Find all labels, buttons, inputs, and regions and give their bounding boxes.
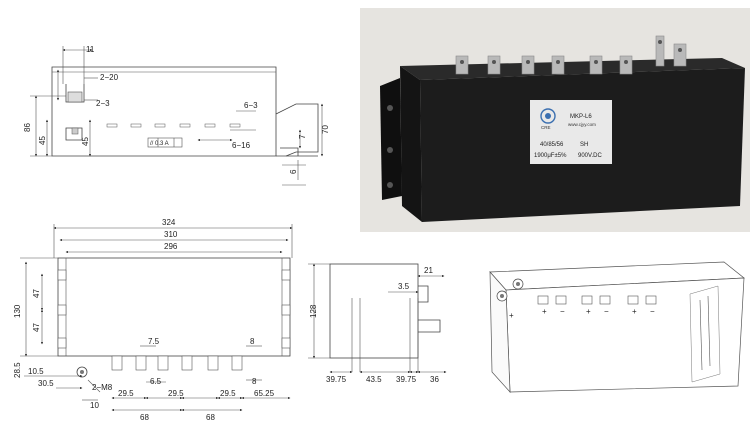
dim-front-29-5c: 29.5 <box>220 389 236 398</box>
dim-front-47b: 47 <box>32 323 41 332</box>
end-foot <box>418 319 441 333</box>
dim-front-296: 296 <box>164 242 178 251</box>
iso-polarity-2: − <box>560 307 565 316</box>
dim-side-11: 11 <box>86 45 95 54</box>
dim-front-130: 130 <box>13 304 22 318</box>
iso-view-drawing <box>489 261 745 393</box>
dim-side-86: 86 <box>23 123 32 132</box>
photo-brand: CRE <box>541 125 551 130</box>
front-mount-holes <box>57 269 291 349</box>
dim-front-47a: 47 <box>32 289 41 298</box>
iso-polarity-1: + <box>542 307 547 316</box>
dim-end-128: 128 <box>309 304 318 318</box>
dim-front-m8: 2−M8 <box>92 383 113 392</box>
photo-model: MKP-L6 <box>570 114 592 120</box>
dim-end-43-5: 43.5 <box>366 375 382 384</box>
iso-polarity-3: + <box>586 307 591 316</box>
dim-front-30-5: 30.5 <box>38 379 54 388</box>
side-slot-row <box>106 123 241 128</box>
end-body-outline <box>329 263 419 359</box>
front-terminals <box>111 355 243 371</box>
side-foot <box>280 147 299 156</box>
dim-front-28-5: 28.5 <box>13 362 22 378</box>
dim-end-21: 21 <box>424 266 433 275</box>
dim-front-310: 310 <box>164 230 178 239</box>
photo-flange-hole <box>387 182 393 188</box>
iso-polarity-5: + <box>632 307 637 316</box>
dim-end-39-75a: 39.75 <box>326 375 347 384</box>
photo-voltage: 900V.DC <box>578 153 602 159</box>
side-view-drawing <box>30 46 324 186</box>
tolerance-box <box>147 137 183 148</box>
front-body-outline <box>57 257 291 357</box>
dim-front-68b: 68 <box>206 413 215 422</box>
dim-front-8b: 8 <box>252 377 257 386</box>
photo-terminal-holes <box>460 40 682 64</box>
dim-side-6: 6 <box>289 169 298 174</box>
dim-front-29-5b: 29.5 <box>168 389 184 398</box>
iso-terminal-pads <box>537 295 657 305</box>
dim-front-68a: 68 <box>140 413 149 422</box>
dim-side-45-inner: 45 <box>81 137 90 146</box>
photo-climate: 40/85/56 <box>540 142 564 148</box>
end-view-drawing <box>308 263 447 374</box>
dim-end-36: 36 <box>430 375 439 384</box>
photo-terminals <box>455 35 687 75</box>
tolerance-label: // 0.3 A <box>150 141 169 147</box>
iso-polarity-0: + <box>509 311 514 320</box>
photo-flange <box>380 78 402 200</box>
side-terminal-block <box>67 91 83 103</box>
dim-end-39-75b: 39.75 <box>396 375 417 384</box>
dim-side-70: 70 <box>321 125 330 134</box>
iso-polarity-6: − <box>650 307 655 316</box>
dim-front-324: 324 <box>162 218 176 227</box>
dim-front-7-5: 7.5 <box>148 337 160 346</box>
side-boss-hole <box>71 127 79 135</box>
dim-front-8a: 8 <box>250 337 255 346</box>
side-bracket <box>275 103 319 157</box>
photo-code: SH <box>580 142 588 148</box>
photo-flange-hole <box>387 147 393 153</box>
front-view-drawing <box>20 224 293 412</box>
brand-logo-dot <box>545 113 551 119</box>
iso-bracket <box>689 285 721 383</box>
dim-side-45-left: 45 <box>38 136 47 145</box>
photo-web: www.cjyy.com <box>568 122 596 127</box>
dim-front-65-25: 65.25 <box>254 389 275 398</box>
photo-end-face <box>400 66 422 222</box>
iso-polarity-4: − <box>604 307 609 316</box>
dim-side-2-20: 2−20 <box>100 73 119 82</box>
dim-side-6-16: 6−16 <box>232 141 251 150</box>
dim-front-10: 10 <box>90 401 99 410</box>
dim-side-2-3: 2−3 <box>96 99 110 108</box>
dim-front-10-5: 10.5 <box>28 367 44 376</box>
dim-end-3-5: 3.5 <box>398 282 410 291</box>
dim-side-6-3: 6−3 <box>244 101 258 110</box>
photo-flange-hole <box>387 105 393 111</box>
iso-end-face <box>489 271 511 393</box>
dim-side-7: 7 <box>298 134 307 139</box>
brand-logo-icon <box>540 108 556 124</box>
end-terminal <box>418 285 429 303</box>
m8-stud-core <box>80 370 84 374</box>
capacitor-photo <box>360 8 750 232</box>
photo-capacitance: 1900μF±5% <box>534 153 567 159</box>
iso-stud-cores <box>500 282 520 298</box>
dim-front-6-5: 6.5 <box>150 377 162 386</box>
dim-front-29-5a: 29.5 <box>118 389 134 398</box>
